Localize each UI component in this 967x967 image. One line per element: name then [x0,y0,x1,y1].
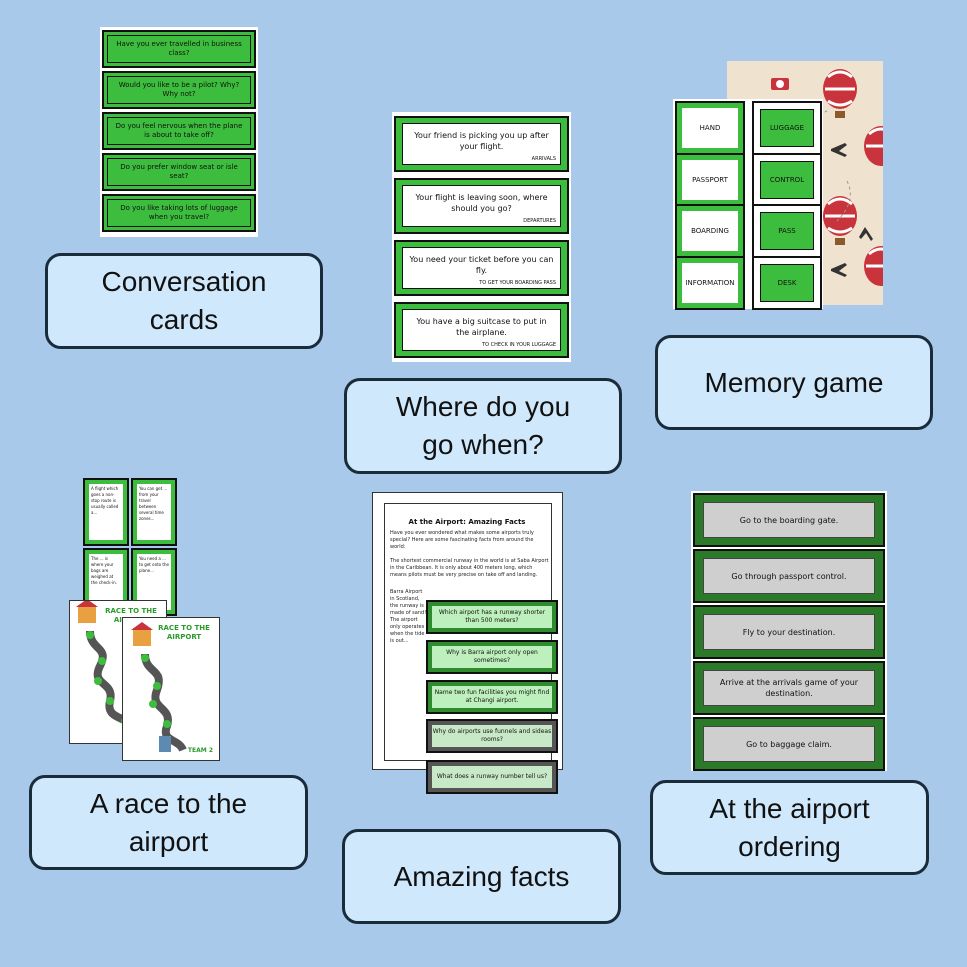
memory-word-card: PASSPORT [675,153,745,207]
where-do-you-go-label[interactable]: Where do you go when? [344,378,622,474]
race-question-card: You can get ... from your travel between… [131,478,177,546]
where-card: You have a big suitcase to put in the ai… [394,302,569,358]
hot-air-balloon-icon [864,126,883,166]
memory-word-card: DESK [752,256,822,310]
race-to-airport-label[interactable]: A race to the airport [29,775,308,870]
facts-doc-title: At the Airport: Amazing Facts [408,518,526,526]
where-card: You need your ticket before you can fly.… [394,240,569,296]
fact-question-card: Which airport has a runway shorter than … [426,600,558,634]
facts-doc-paragraph: The shortest commercial runway in the wo… [390,558,549,578]
where-card: Your friend is picking you up after your… [394,116,569,172]
fact-question-card: What does a runway number tell us? [426,760,558,794]
fact-question-card: Why is Barra airport only open sometimes… [426,640,558,674]
memory-word-card: HAND [675,101,745,155]
airplane-icon [831,143,873,277]
memory-word-card: LUGGAGE [752,101,822,155]
where-card: Your flight is leaving soon, where shoul… [394,178,569,234]
fact-question-card: Name two fun facilities you might find a… [426,680,558,714]
amazing-facts-label[interactable]: Amazing facts [342,829,621,924]
conversation-card: Do you prefer window seat or isle seat? [102,153,256,191]
facts-doc-intro: Have you ever wondered what makes some a… [390,530,534,550]
camera-icon [771,78,789,90]
fact-question-card: Why do airports use funnels and sideas r… [426,719,558,753]
race-track [131,622,187,753]
memory-word-card: INFORMATION [675,256,745,310]
conversation-card: Do you feel nervous when the plane is ab… [102,112,256,150]
hot-air-balloon-icon [823,196,857,245]
hot-air-balloon-icon [864,246,883,286]
facts-doc-paragraph: Barra Airport in Scotland, the runway is… [390,589,427,644]
race-board: RACE TO THE AIRPORT TEAM 2 [122,617,220,761]
airport-ordering-label[interactable]: At the airport ordering [650,780,929,875]
memory-word-card: BOARDING [675,204,745,258]
ordering-card: Go to the boarding gate. [693,493,885,547]
memory-game-label[interactable]: Memory game [655,335,933,430]
ordering-card: Go to baggage claim. [693,717,885,771]
conversation-card: Would you like to be a pilot? Why? Why n… [102,71,256,109]
conversation-card: Do you like taking lots of luggage when … [102,194,256,232]
race-question-card: A flight which goes a non-stop route is … [83,478,129,546]
ordering-card: Fly to your destination. [693,605,885,659]
conversation-cards-label[interactable]: Conversation cards [45,253,323,349]
ordering-card: Arrive at the arrivals game of your dest… [693,661,885,715]
memory-word-card: CONTROL [752,153,822,207]
conversation-card: Have you ever travelled in business clas… [102,30,256,68]
ordering-card: Go through passport control. [693,549,885,603]
memory-word-card: PASS [752,204,822,258]
hot-air-balloon-icon [823,69,857,118]
